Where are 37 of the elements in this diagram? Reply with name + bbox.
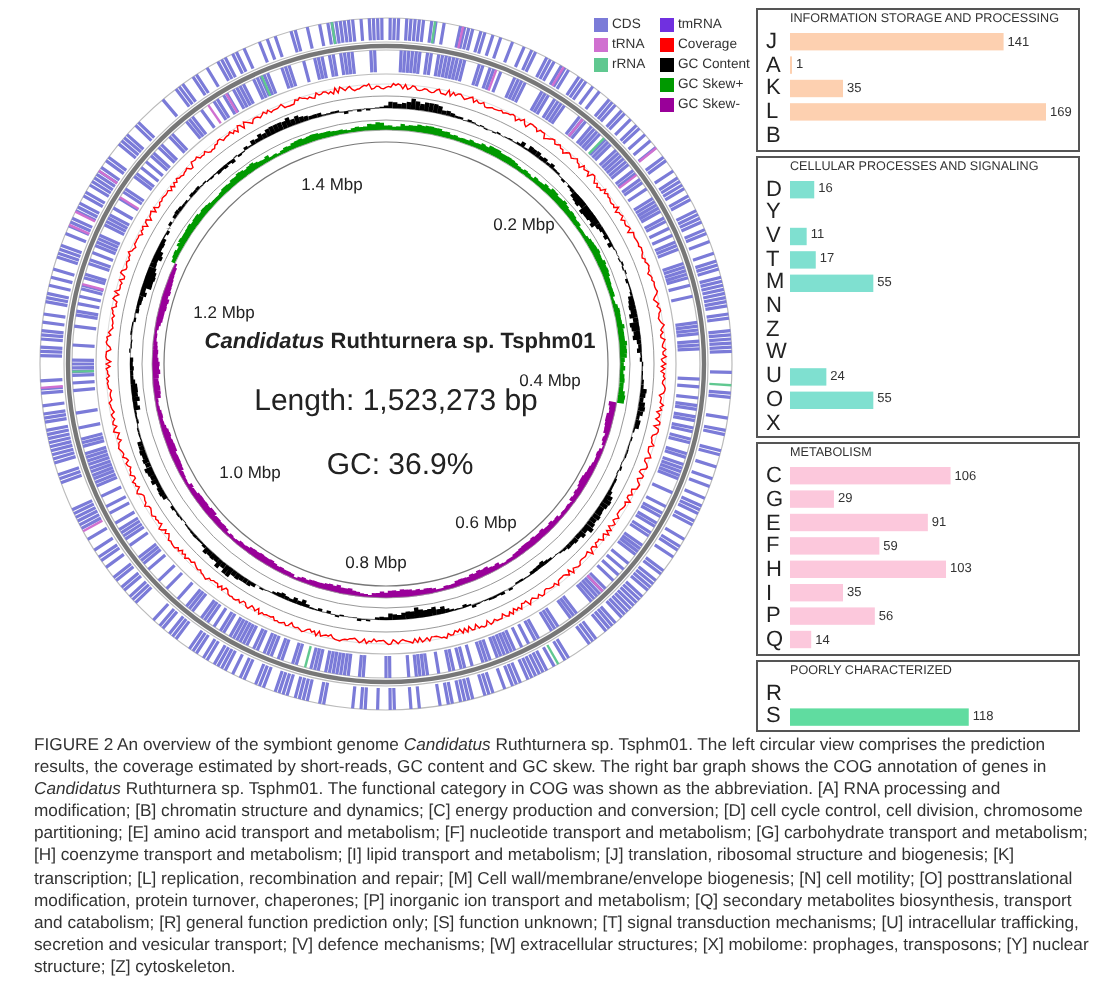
category-label: K — [766, 78, 781, 101]
figure-caption: FIGURE 2 An overview of the symbiont genome Candidatus Ruthturnera sp. Tsphm01. The left circular view comprises the prediction results, the coverage estimated by short-reads, GC content and GC skew. The right bar graph shows the COG annotation of genes in Candidatus Ruthturnera sp. Tsphm01. The functional category in COG was shown as the abbreviation. [A] RNA processing and modification; [B] chromatin structure and dynamics; [C] energy production and conversion; [D] cell cycle control, cell division, chromosome partitioning; [E] amino acid transport and metabolism; [F] nucleotide transport and metabolism; [G] carbohydrate transport and metabolism; [H] coenzyme transport and metabolism; [I] lipid transport and metabolism; [J] translation, ribosomal structure and biogenesis; [K] transcription; [L] replication, recombination and repair; [M] Cell wall/membrane/envelope biogenesis; [N] cell motility; [O] posttranslational modification, protein turnover, chaperones; [P] inorganic ion transport and metabolism; [Q] secondary metabolites biosynthesis, transport and catabolism; [R] general function prediction only; [S] function unknown; [T] signal transduction mechanisms; [U] intracellular trafficking, secretion and vesicular transport; [V] defence mechanisms; [W] extracellular structures; [X] mobilome: prophages, transposons; [Y] nuclear structure; [Z] cytoskeleton. — [34, 734, 1090, 979]
category-label: Y — [766, 202, 781, 225]
category-label: D — [766, 179, 782, 201]
category-label: V — [766, 225, 781, 248]
position-label: 0.2 Mbp — [493, 216, 555, 235]
position-label: 0.4 Mbp — [519, 372, 581, 390]
genome-info-text: GC: 36.9% — [326, 450, 474, 483]
position-label: 0.6 Mbp — [455, 514, 517, 533]
category-label: X — [766, 413, 781, 435]
category-label: S — [766, 706, 781, 729]
position-label: 0.8 Mbp — [345, 554, 407, 573]
category-label: T — [766, 249, 780, 272]
position-label: 1.0 Mbp — [219, 464, 281, 483]
category-label: C — [766, 466, 782, 489]
category-label: U — [766, 366, 782, 389]
genome-info-text: Candidatus Ruthturnera sp. Tsphm01 — [204, 330, 596, 355]
category-label: Z — [766, 319, 780, 342]
category-label: J — [766, 32, 777, 54]
category-label: L — [766, 102, 779, 125]
category-label: P — [766, 606, 781, 629]
category-label: G — [766, 489, 784, 512]
category-label: N — [766, 296, 782, 318]
category-label: R — [766, 683, 782, 706]
category-label: E — [766, 513, 781, 536]
position-label: 1.2 Mbp — [193, 304, 255, 323]
category-label: B — [766, 125, 781, 148]
category-label: I — [766, 583, 773, 606]
category-label: M — [766, 272, 785, 295]
position-label: 1.4 Mbp — [301, 176, 363, 195]
genome-info-text: Length: 1,523,273 bp — [254, 386, 538, 419]
category-label: O — [766, 389, 784, 412]
category-label: Q — [766, 630, 784, 653]
category-label: F — [766, 536, 780, 559]
category-label: A — [766, 55, 781, 78]
category-label: W — [766, 342, 787, 365]
category-label: H — [766, 559, 782, 582]
